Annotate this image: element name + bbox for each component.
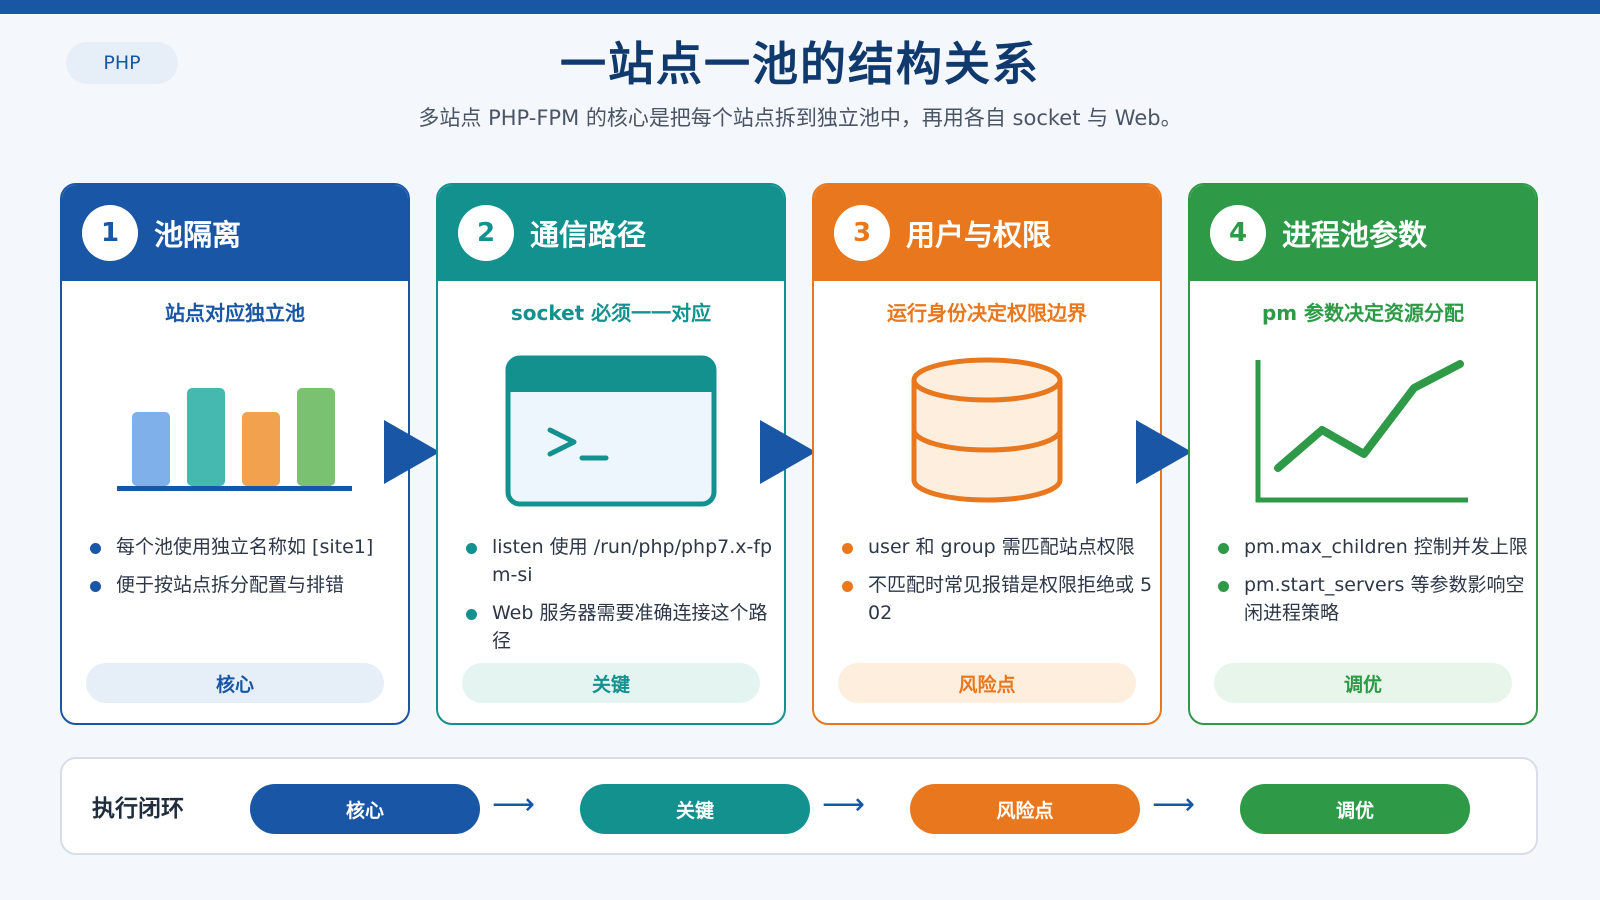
card-subtitle: 站点对应独立池: [165, 301, 305, 325]
card-pool-parameters: 4 进程池参数 pm 参数决定资源分配 pm.max_children 控制并发…: [1188, 183, 1538, 725]
card-header: 1 池隔离: [62, 185, 408, 281]
card-subtitle: 运行身份决定权限边界: [887, 301, 1087, 325]
bullet-dot: [842, 581, 853, 592]
arrow-right-icon: [760, 420, 816, 484]
page-title: 一站点一池的结构关系: [560, 37, 1040, 91]
arrow-right-icon: ⟶: [822, 787, 866, 822]
loop-step-key: 关键: [580, 784, 810, 834]
database-icon: [911, 357, 1063, 503]
category-tag: PHP: [66, 42, 178, 84]
step-number: 2: [458, 205, 514, 261]
bullet-dot: [1218, 581, 1229, 592]
card-header: 4 进程池参数: [1190, 185, 1536, 281]
list-item: pm.start_servers 等参数影响空闲进程策略: [1218, 571, 1536, 627]
step-number: 4: [1210, 205, 1266, 261]
page-subtitle: 多站点 PHP-FPM 的核心是把每个站点拆到独立池中，再用各自 socket …: [418, 106, 1182, 130]
card-title: 通信路径: [530, 218, 647, 252]
arrow-right-icon: [1136, 420, 1192, 484]
list-item: user 和 group 需匹配站点权限: [842, 533, 1160, 561]
bullet-dot: [90, 581, 101, 592]
card-tag-pill: 核心: [86, 663, 384, 703]
bullet-list: listen 使用 /run/php/php7.x-fpm-si Web 服务器…: [466, 533, 784, 665]
loop-label: 执行闭环: [92, 796, 184, 822]
loop-step-core: 核心: [250, 784, 480, 834]
bar-chart-icon: [117, 388, 352, 491]
card-tag-pill: 风险点: [838, 663, 1136, 703]
bullet-list: pm.max_children 控制并发上限 pm.start_servers …: [1218, 533, 1536, 637]
list-item: 不匹配时常见报错是权限拒绝或 502: [842, 571, 1160, 627]
card-pool-isolation: 1 池隔离 站点对应独立池 每个池使用独立名称如 [site1] 便于按站点拆分…: [60, 183, 410, 725]
arrow-right-icon: [384, 420, 440, 484]
bullet-dot: [90, 543, 101, 554]
terminal-window-icon: [505, 355, 717, 507]
step-number: 1: [82, 205, 138, 261]
line-chart-icon: [1255, 360, 1468, 503]
execution-loop-panel: 执行闭环 核心 ⟶ 关键 ⟶ 风险点 ⟶ 调优: [60, 757, 1538, 855]
bullet-dot: [1218, 543, 1229, 554]
bullet-dot: [842, 543, 853, 554]
list-item: listen 使用 /run/php/php7.x-fpm-si: [466, 533, 784, 589]
bullet-list: user 和 group 需匹配站点权限 不匹配时常见报错是权限拒绝或 502: [842, 533, 1160, 637]
card-user-permissions: 3 用户与权限 运行身份决定权限边界 user 和 group 需匹配站点权限 …: [812, 183, 1162, 725]
card-header: 2 通信路径: [438, 185, 784, 281]
card-tag-pill: 关键: [462, 663, 760, 703]
list-item: 每个池使用独立名称如 [site1]: [90, 533, 408, 561]
card-title: 池隔离: [154, 218, 242, 252]
card-header: 3 用户与权限: [814, 185, 1160, 281]
loop-step-risk: 风险点: [910, 784, 1140, 834]
list-item: pm.max_children 控制并发上限: [1218, 533, 1536, 561]
card-title: 用户与权限: [906, 218, 1052, 252]
bullet-dot: [466, 543, 477, 554]
top-accent-bar: [0, 0, 1600, 14]
card-title: 进程池参数: [1282, 218, 1428, 252]
step-number: 3: [834, 205, 890, 261]
list-item: Web 服务器需要准确连接这个路径: [466, 599, 784, 655]
card-subtitle: pm 参数决定资源分配: [1261, 301, 1465, 325]
list-item: 便于按站点拆分配置与排错: [90, 571, 408, 599]
arrow-right-icon: ⟶: [492, 787, 536, 822]
bullet-list: 每个池使用独立名称如 [site1] 便于按站点拆分配置与排错: [90, 533, 408, 609]
card-tag-pill: 调优: [1214, 663, 1512, 703]
card-communication-path: 2 通信路径 socket 必须一一对应 listen 使用 /run/php/…: [436, 183, 786, 725]
bullet-dot: [466, 609, 477, 620]
loop-step-tune: 调优: [1240, 784, 1470, 834]
arrow-right-icon: ⟶: [1152, 787, 1196, 822]
card-subtitle: socket 必须一一对应: [510, 301, 712, 325]
